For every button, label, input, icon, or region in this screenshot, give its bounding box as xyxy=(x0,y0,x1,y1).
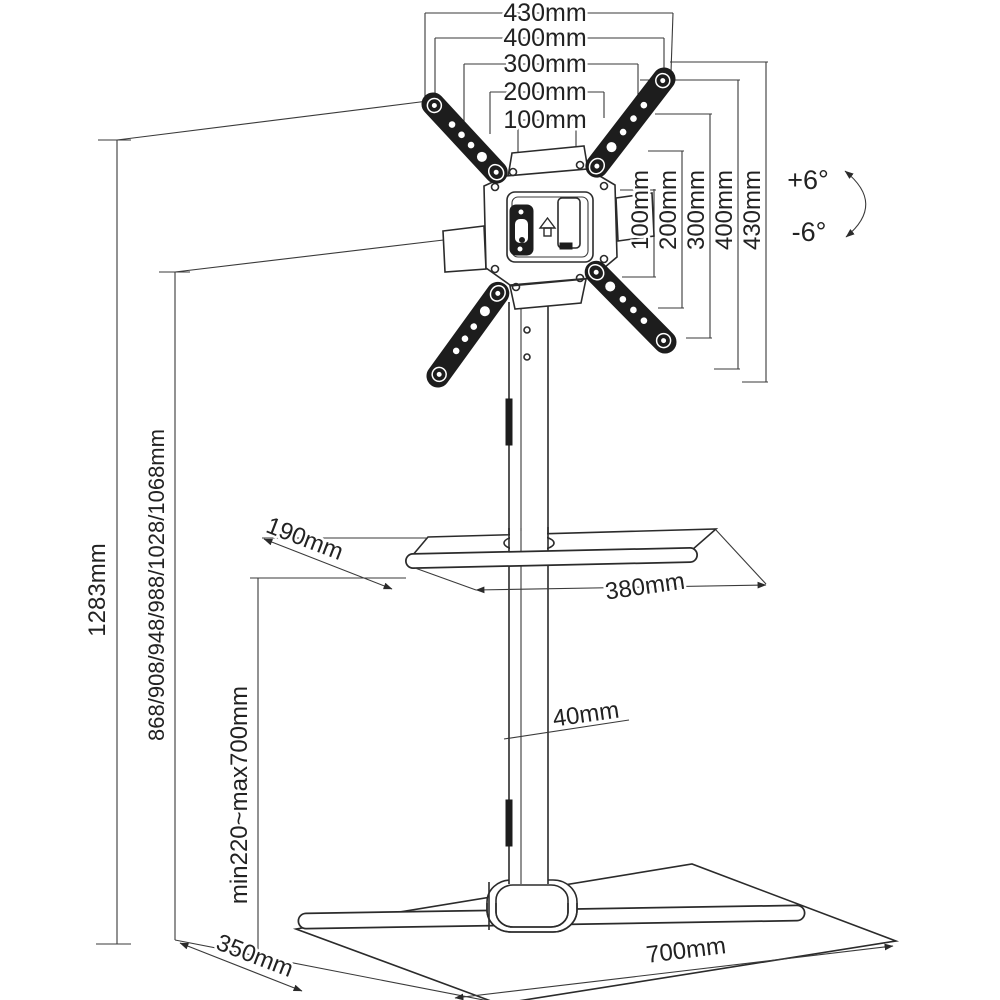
dim-label-200-right: 200mm xyxy=(655,170,682,250)
shelf-depth-dimension xyxy=(262,537,428,590)
dim-pole-width xyxy=(503,719,630,740)
cable-slot-lower xyxy=(505,799,513,847)
plate-left-wing xyxy=(442,225,487,273)
dim-label-100-top: 100mm xyxy=(503,106,586,134)
mount-heights-label: 868/908/948/988/1028/1068mm xyxy=(144,429,169,741)
tilt-arrow-icon xyxy=(844,170,867,238)
base-depth-label: 350mm xyxy=(212,929,296,983)
dimension-lines-front xyxy=(414,529,894,1000)
dim-label-300-top: 300mm xyxy=(503,50,586,78)
tilt-up-label: +6° xyxy=(787,165,829,195)
base xyxy=(292,863,900,1000)
bracket-arm-lower-left xyxy=(426,281,510,388)
dim-base-depth xyxy=(179,942,303,992)
bracket-arm-upper-right xyxy=(585,67,676,178)
pole-collar-front xyxy=(486,903,578,933)
shelf-width-label: 380mm xyxy=(603,568,686,606)
dim-label-100-right: 100mm xyxy=(627,170,654,250)
dim-label-200-top: 200mm xyxy=(503,78,586,106)
up-arrow-icon xyxy=(538,216,557,237)
plate-screw-holes xyxy=(490,160,609,292)
dim-label-400-right: 400mm xyxy=(711,170,738,250)
dim-label-400-top: 400mm xyxy=(503,24,586,52)
vesa-bracket xyxy=(421,67,677,388)
dim-shelf-width xyxy=(475,581,767,594)
vesa-slot xyxy=(557,197,581,249)
base-plate xyxy=(292,863,900,1000)
labels: 430mm 400mm 300mm 200mm 100mm 100mm 200m… xyxy=(82,0,832,985)
shelf-height-range-label: min220~max700mm xyxy=(226,686,253,904)
shelf xyxy=(405,527,719,569)
dim-label-430-top: 430mm xyxy=(503,0,586,27)
bracket-arm-lower-right xyxy=(584,260,677,354)
tilt-down-label: -6° xyxy=(792,217,827,247)
pole-width-label: 40mm xyxy=(551,697,621,733)
bracket-arm-upper-left xyxy=(421,92,508,184)
dim-base-width xyxy=(454,943,894,1000)
cable-slot-upper xyxy=(505,398,513,446)
pole xyxy=(505,302,549,884)
dim-label-300-right: 300mm xyxy=(683,170,710,250)
plate-right-wing xyxy=(615,192,655,242)
dimension-lines-back xyxy=(96,12,867,1000)
total-height-label: 1283mm xyxy=(84,543,111,636)
dim-label-430-right: 430mm xyxy=(739,170,766,250)
shelf-depth-label: 190mm xyxy=(262,512,346,566)
